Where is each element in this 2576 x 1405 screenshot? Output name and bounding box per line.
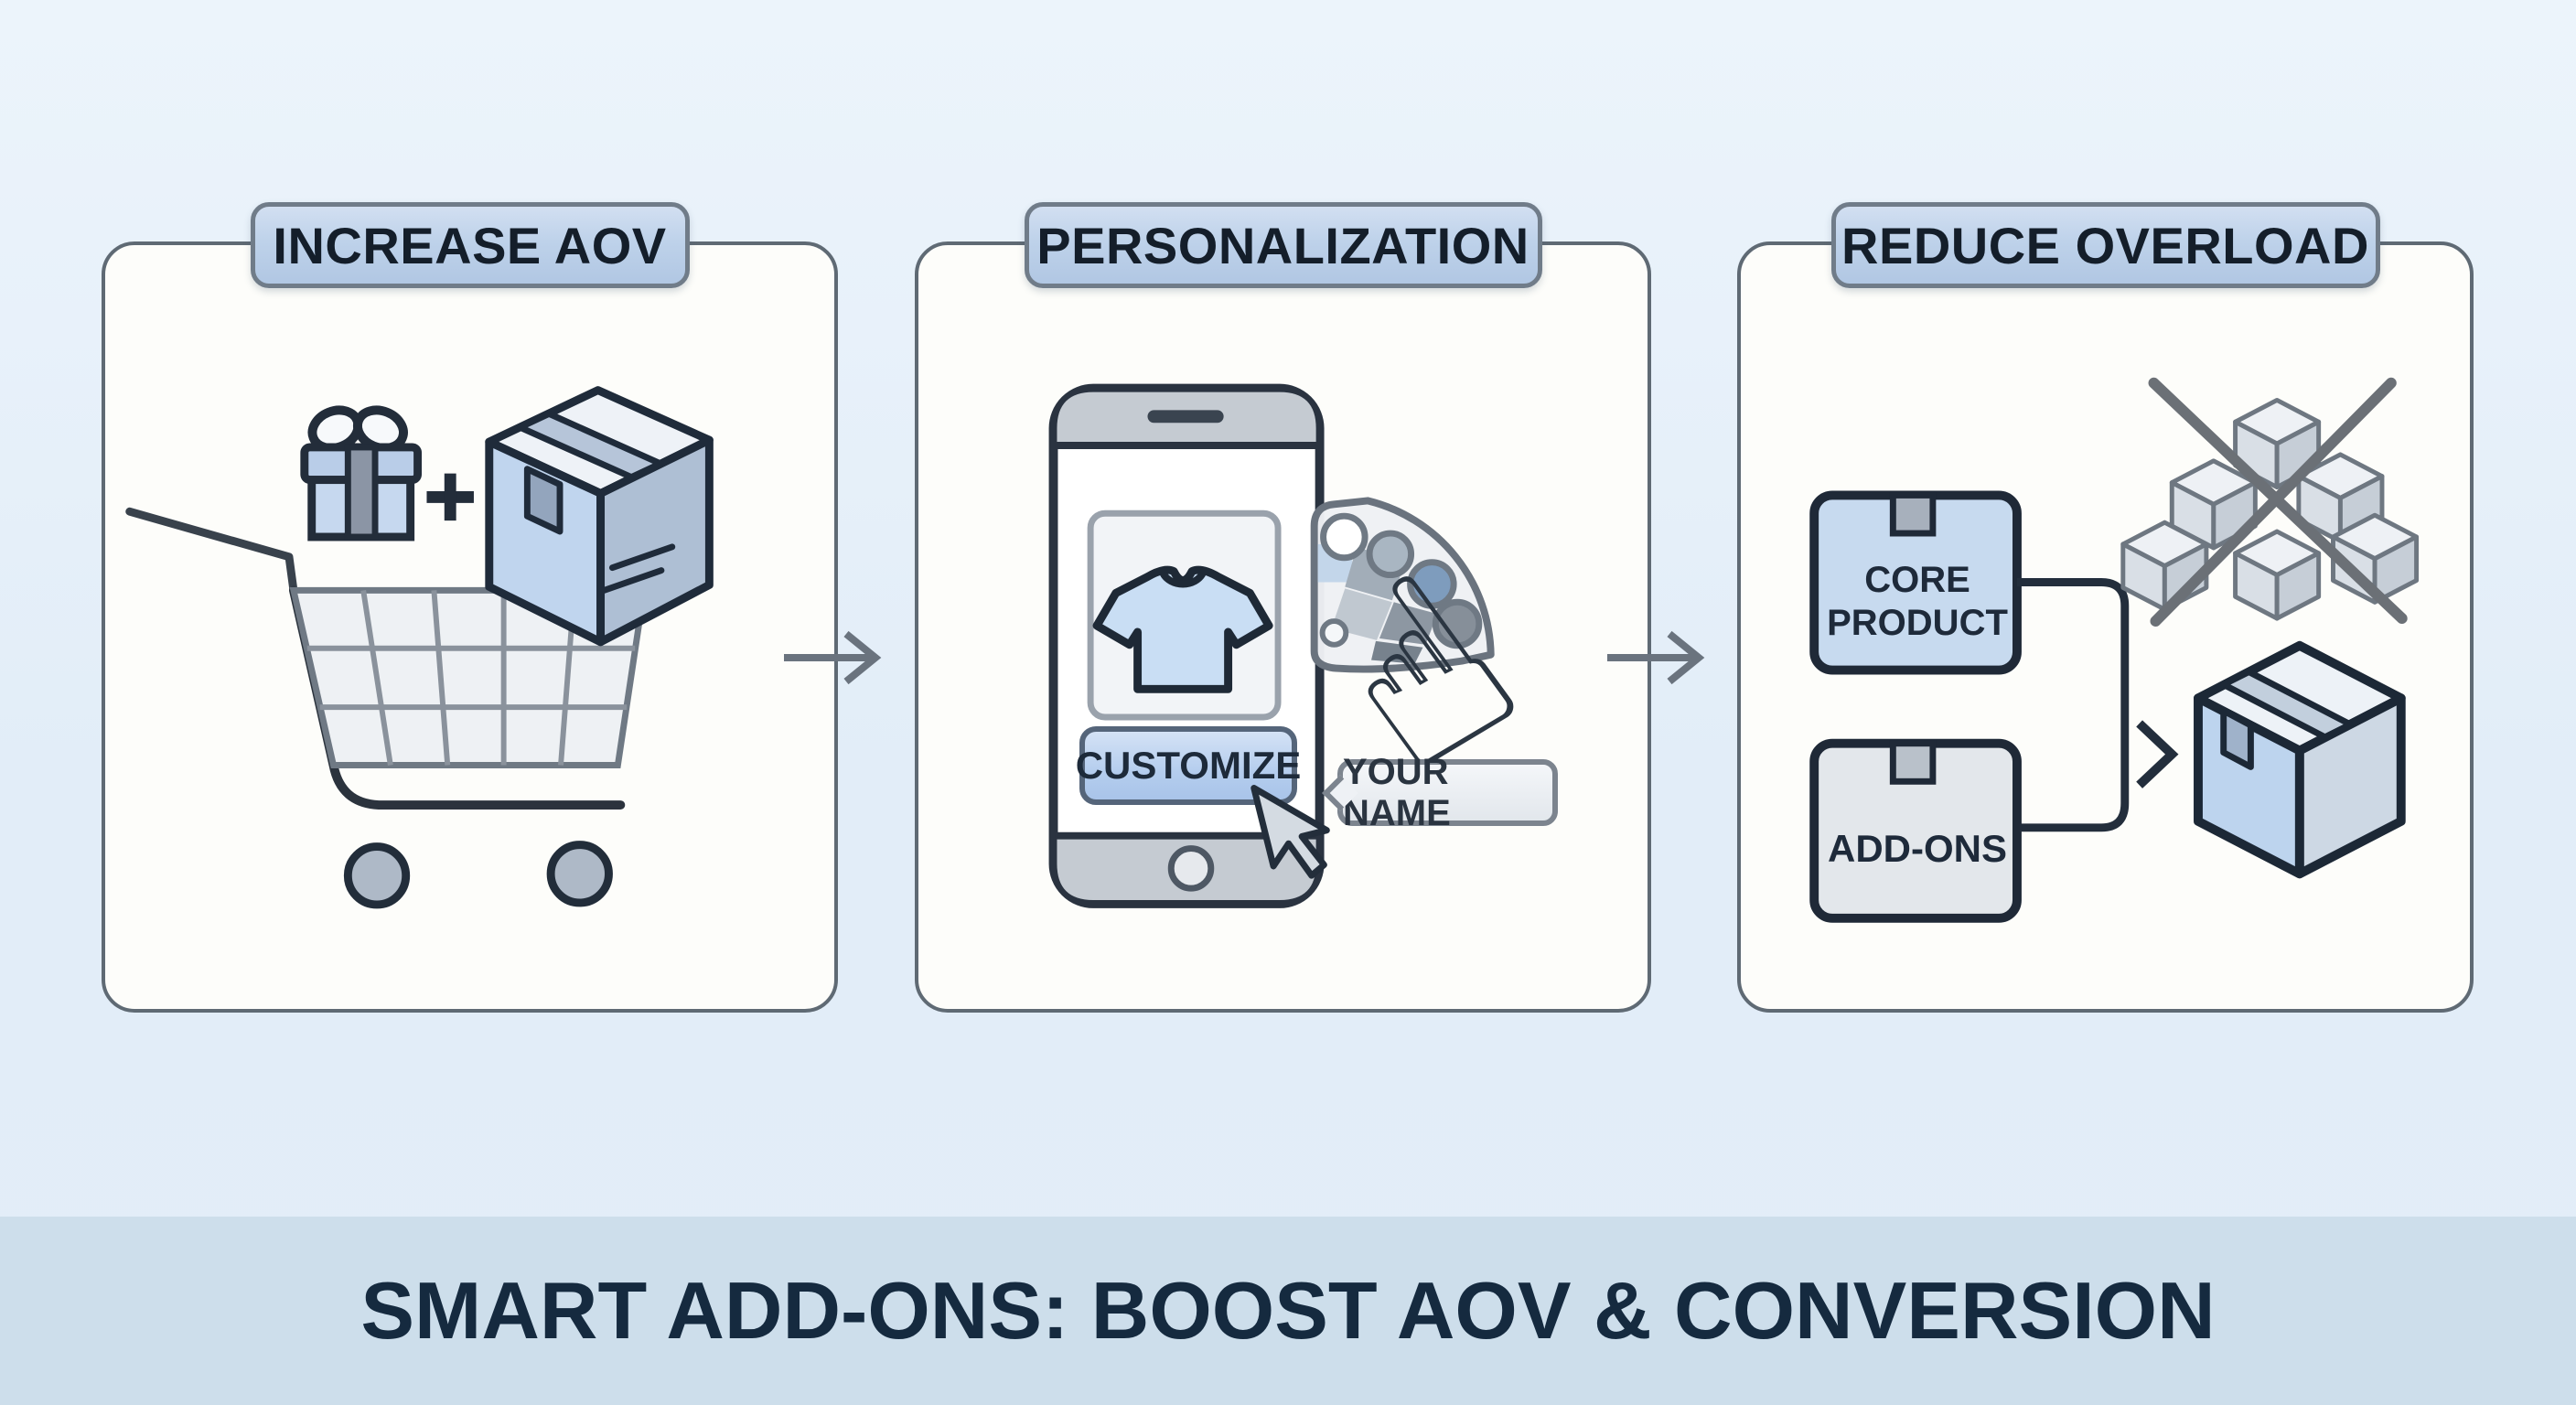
- merge-chevron-arrow-icon: [2136, 720, 2179, 788]
- plus-icon: [426, 473, 474, 521]
- fan-pivot: [1319, 618, 1349, 648]
- banner: SMART ADD-ONS: BOOST AOV & CONVERSION: [0, 1217, 2576, 1405]
- banner-title: SMART ADD-ONS: BOOST AOV & CONVERSION: [360, 1265, 2216, 1356]
- core-product-box: [1809, 490, 2022, 675]
- tshirt-icon: [1092, 565, 1273, 693]
- core-box-tab: [1889, 491, 1937, 537]
- addons-box-tab: [1889, 740, 1937, 785]
- swatch-circle-blue: [1407, 559, 1457, 609]
- flow-arrow-2-icon: [1607, 630, 1705, 685]
- package-tape: [516, 410, 664, 481]
- core-product-label: CORE PRODUCT: [1827, 559, 2008, 643]
- panel-header-reduce-overload: REDUCE OVERLOAD: [1830, 202, 2380, 288]
- swatch-circle-dark: [1432, 598, 1483, 649]
- tshirt-collar: [1159, 571, 1207, 588]
- color-palette-fan-icon: [1310, 497, 1495, 673]
- package-tape-tab: [2220, 707, 2254, 770]
- addons-label: ADD-ONS: [1828, 827, 2007, 870]
- swatch-circle-white: [1320, 512, 1368, 562]
- cross-mark-icon: [2148, 377, 2408, 627]
- your-name-tag: YOUR NAME: [1337, 752, 1558, 833]
- cart-wheel-right: [546, 841, 613, 907]
- flow-arrow-1-icon: [784, 630, 882, 685]
- cursor-arrow-icon: [1250, 785, 1330, 879]
- gift-box-icon: [300, 405, 423, 542]
- single-package-box-icon: [2194, 640, 2406, 879]
- swatch-circle-gray: [1366, 530, 1415, 579]
- crossed-boxes-pile-icon: [2123, 377, 2417, 627]
- merge-connector: [2016, 578, 2179, 832]
- increase-aov-illustration: [125, 386, 714, 909]
- customize-button: CUSTOMIZE: [1076, 726, 1301, 805]
- phone-speaker-icon: [1147, 410, 1224, 424]
- cart-wheel-left: [343, 842, 411, 909]
- addons-box: [1809, 738, 2022, 923]
- reduce-overload-illustration: [1809, 377, 2470, 923]
- package-tape-tab: [523, 466, 564, 535]
- package-box-icon: [485, 386, 714, 647]
- cart-grid: [306, 589, 636, 766]
- phone-home-button: [1167, 845, 1215, 892]
- panel-increase-aov: INCREASE AOV: [102, 202, 838, 1013]
- package-tape: [2220, 669, 2354, 741]
- panel-reduce-overload: REDUCE OVERLOAD: [1737, 202, 2474, 1013]
- panel-header-personalization: PERSONALIZATION: [1024, 202, 1542, 288]
- panel-personalization: PERSONALIZATION: [915, 202, 1651, 1013]
- panel-header-increase-aov: INCREASE AOV: [250, 202, 690, 288]
